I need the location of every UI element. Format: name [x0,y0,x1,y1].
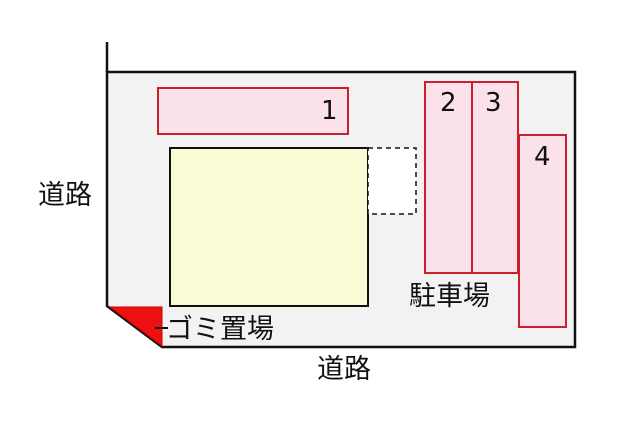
dashed-annex [367,147,417,215]
garbage-area-marker [108,306,163,347]
parking-space-3 [471,81,519,274]
parking-number-3: 3 [485,88,502,118]
parking-space-4 [518,134,567,328]
parking-space-2 [424,81,473,274]
garbage-area-label: ゴミ置場 [166,314,274,345]
parking-number-2: 2 [440,88,457,118]
building [169,147,369,307]
parking-number-1: 1 [321,96,338,126]
parking-area-label: 駐車場 [409,281,490,312]
road-label-left: 道路 [38,180,92,211]
parking-number-4: 4 [534,142,551,172]
parking-space-1 [157,87,349,135]
road-label-bottom: 道路 [317,354,371,385]
